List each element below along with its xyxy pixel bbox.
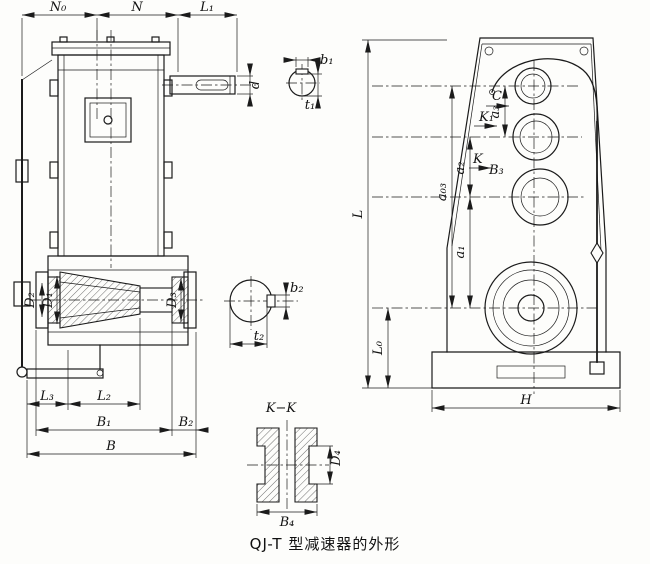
dim-label-a2: a₂ (453, 162, 468, 175)
dim-label-h: H (519, 393, 532, 408)
callout-k: K (472, 152, 484, 167)
dim-label-a1: a₁ (453, 246, 468, 259)
keyway-notch-2 (266, 294, 276, 308)
dim-label-t2-key: t₂ (254, 329, 264, 344)
upper-output-shaft: d (162, 63, 263, 107)
dim-label-b1-key: b₁ (320, 53, 334, 68)
dim-label-l-total: L (351, 210, 366, 220)
right-view: C K₁ K B₃ L L₀ a₀₃ a₂ a₁ a₃ (351, 37, 621, 412)
cone-shaft-section (59, 271, 141, 329)
callout-b3: B₃ (488, 163, 504, 178)
dim-label-b2-key: b₂ (290, 281, 304, 296)
gearbox-casing (49, 36, 173, 257)
dim-label-b1: B₁ (96, 415, 112, 430)
dim-label-b2: B₂ (178, 415, 194, 430)
bottom-lever (26, 368, 104, 379)
rod-handle (590, 241, 604, 265)
kk-section-detail: K−K D₄ B₄ (247, 401, 344, 530)
callout-c: C (492, 89, 502, 104)
rod-foot (589, 361, 605, 375)
oil-pipe-and-rod (489, 58, 605, 375)
dim-label-b: B (105, 439, 116, 454)
section-callouts: C K₁ K B₃ (469, 89, 509, 178)
dim-label-d1-bore: D₁ (41, 292, 56, 309)
dim-label-l0: L₀ (371, 340, 386, 356)
dim-label-d3-bore: D₃ (165, 292, 180, 309)
dim-label-l3: L₃ (39, 389, 54, 404)
bearing-boss-3 (511, 168, 569, 226)
drawing-caption: QJ-T 型减速器的外形 (250, 535, 401, 553)
dim-label-a3: a₃ (488, 106, 503, 119)
housing-outline (431, 37, 621, 389)
right-dimension-chain: L L₀ a₀₃ a₂ a₁ a₃ H (351, 39, 621, 412)
kk-left-half (256, 427, 280, 503)
lower-bearing-housing: D₂ D₁ D₃ (23, 255, 197, 346)
dim-label-n0: N₀ (49, 0, 67, 15)
dim-label-l2: L₂ (96, 389, 111, 404)
dim-label-n: N (130, 0, 143, 15)
oil-rod-linkage (13, 59, 104, 379)
left-view: N₀ N L₁ (13, 0, 263, 458)
bottom-dimension-chain: L₃ L₂ B₁ B₂ B (26, 316, 209, 458)
dim-label-d-shaft: d (248, 81, 263, 89)
key-section-detail-1: b₁ t₁ (283, 53, 334, 113)
callout-k1: K₁ (478, 110, 494, 125)
key-section-detail-2: b₂ t₂ (224, 276, 304, 348)
top-dimension-chain: N₀ N L₁ (21, 0, 238, 76)
cover-bolt-left (484, 46, 494, 56)
dim-label-b4: B₄ (279, 515, 295, 530)
dim-label-t1-key: t₁ (305, 98, 315, 113)
kk-section-title: K−K (265, 401, 298, 416)
dim-label-l1: L₁ (199, 0, 214, 15)
dim-label-a03: a₀₃ (435, 183, 450, 201)
inspection-plate (84, 97, 132, 143)
keyway-notch-1 (295, 68, 309, 75)
dim-label-d4: D₄ (329, 450, 344, 467)
cover-bolt-right (579, 46, 589, 56)
base-slot (496, 365, 566, 379)
